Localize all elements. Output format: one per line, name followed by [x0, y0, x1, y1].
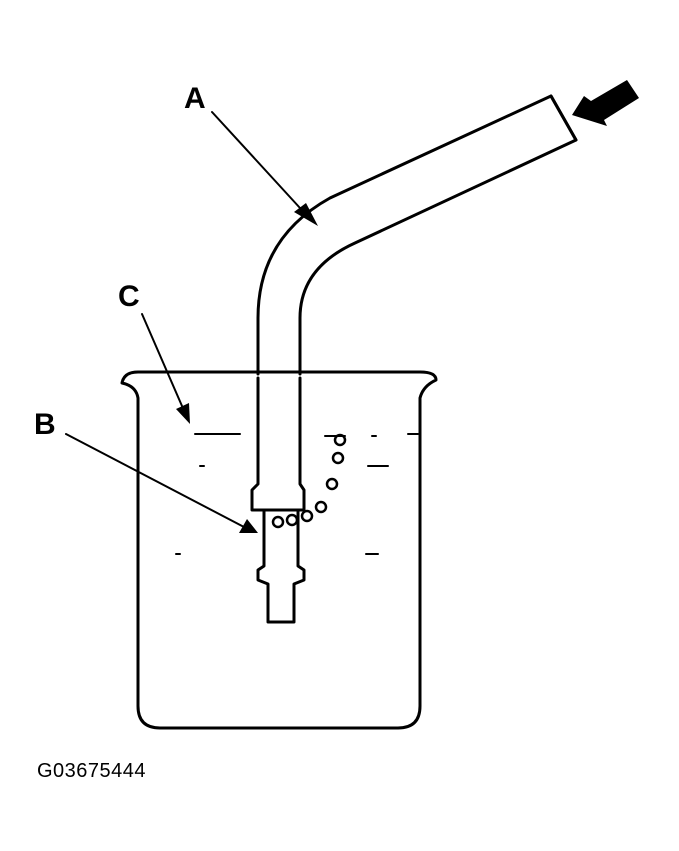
arrowhead-c — [176, 403, 190, 424]
callout-label-b: B — [34, 408, 56, 441]
valve-b — [256, 508, 306, 624]
hose-end-cap — [549, 94, 578, 142]
water-level-marks — [175, 433, 419, 555]
callout-label-a: A — [184, 82, 206, 115]
pressure-arrow-icon — [572, 80, 639, 126]
callout-label-c: C — [118, 280, 140, 313]
beaker-outline — [120, 370, 438, 730]
arrowhead-a — [294, 203, 318, 226]
leader-line-b — [65, 433, 245, 528]
figure-id: G03675444 — [37, 760, 147, 782]
leader-line-a — [211, 111, 301, 209]
arrowhead-b — [239, 519, 258, 533]
hose-submerged-section — [250, 376, 306, 512]
air-bubbles — [271, 433, 347, 529]
leader-line-c — [141, 313, 183, 407]
hose-a — [256, 94, 578, 376]
